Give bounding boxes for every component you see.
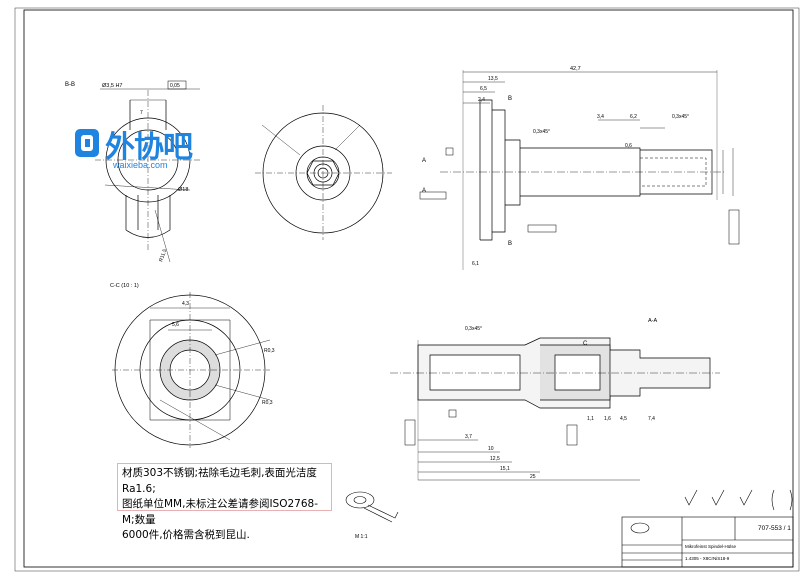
end-view [255,105,392,240]
dim-d5-6: 5,6 [172,322,179,328]
logo-mark-icon [75,129,99,157]
section-cc-view: C-C (10 : 1) 4,3 5,6 R0,3 R0,3 [110,283,275,448]
title-block: 707-553 / 1 Mikrofeinst Spindel-Hülse 1.… [621,516,794,568]
note-line-1: 材质303不锈钢;祛除毛边毛刺,表面光洁度Ra1.6; [122,467,317,495]
requirements-note: 材质303不锈钢;祛除毛边毛刺,表面光洁度Ra1.6; 图纸单位MM,未标注公差… [117,463,332,541]
dim-r11: R11,5 [158,248,168,262]
section-bb-view: B-B Ø3,5 H7 0,05 Ø18 R11,5 7 [65,80,200,263]
dim-d4-3: 4,3 [182,301,189,307]
dim-overall: 42,7 [570,66,581,72]
material-code: 1.4305 - X8CrNiS18-9 [685,556,730,561]
dim-r2: R0,3 [262,400,273,406]
dim-d0-6: 0,6 [625,143,632,149]
datum-c: C [583,341,588,347]
datum-b-bottom: B [508,241,512,247]
logo-subtext: waixieba.com [113,160,168,170]
dim-d3-7: 3,7 [465,434,472,440]
datum-a-bottom: A [422,188,426,194]
datum-b-top: B [508,96,512,102]
scale-label: M 1:1 [355,534,368,540]
dim-d15-1: 15,1 [500,466,510,472]
outer-frame [14,7,800,572]
section-aa-view: A-A 3,7 10 12,5 15,1 25 1,6 1,1 4,5 7,4 … [390,318,720,481]
dim-d18: Ø18 [178,187,188,193]
section-bb-label: B-B [65,82,75,88]
drawing-frame [23,9,794,568]
tol-005: 0,05 [170,83,180,89]
dim-d25: 25 [530,474,536,480]
chamfer-1: 0,3x45° [533,129,550,135]
dim-d12-5: 12,5 [490,456,500,462]
dim-r1: R0,3 [264,348,275,354]
section-aa-label: A-A [648,318,658,324]
dim-d1-6: 1,6 [604,416,611,422]
watermark-logo: 外协吧 waixieba.com [73,122,213,172]
dim-d4-5: 4,5 [620,416,627,422]
dim-d6-2: 6,2 [630,114,637,120]
dim-d13: 13,5 [488,76,498,82]
section-cc-label: C-C (10 : 1) [110,283,139,289]
dim-d6-1: 6,1 [472,261,479,267]
logo-text: 外协吧 [105,130,193,165]
side-view: 42,7 13,5 6,5 2,4 6,2 3,4 0,3x45° 0,3x45… [419,66,740,270]
dim-d1-1: 1,1 [587,416,594,422]
dim-d3-4: 3,4 [597,114,604,120]
dim-d6-5: 6,5 [480,86,487,92]
drawing-number: 707-553 / 1 [758,525,791,532]
chamfer-3: 0,3x45° [465,326,482,332]
note-line-2: 图纸单位MM,未标注公差请参阅ISO2768-M;数量 [122,498,318,526]
dim-d3-5: Ø3,5 H7 [102,83,122,89]
chamfer-2: 0,3x45° [672,114,689,120]
surface-symbols [684,489,793,511]
dim-d7: 7 [140,110,143,116]
part-name: Mikrofeinst Spindel-Hülse [685,544,737,549]
dim-d7-4: 7,4 [648,416,655,422]
note-line-3: 6000件,价格需含税到昆山. [122,529,250,541]
isometric-part: M 1:1 [345,491,399,540]
dim-d10: 10 [488,446,494,452]
datum-a-top: A [422,158,426,164]
